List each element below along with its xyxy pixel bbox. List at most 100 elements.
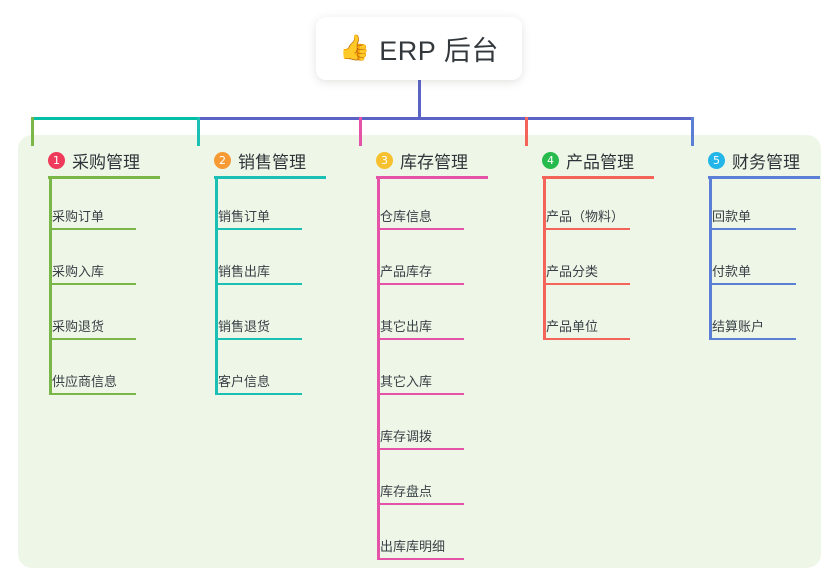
list-item-label: 出库库明细 (380, 539, 446, 554)
column-2: 2 销售管理 (196, 146, 326, 179)
list-item-label: 产品库存 (380, 264, 433, 279)
list-item-rule (546, 338, 630, 340)
list-item[interactable]: 产品库存 (380, 259, 464, 285)
column-trunk-4 (543, 179, 546, 340)
list-item[interactable]: 回款单 (712, 204, 796, 230)
column-header-5[interactable]: 5 财务管理 (690, 146, 800, 174)
column-header-3[interactable]: 3 库存管理 (358, 146, 468, 174)
column-4: 4 产品管理 (524, 146, 654, 179)
list-item-rule (712, 338, 796, 340)
list-item[interactable]: 库存盘点 (380, 479, 464, 505)
column-3: 3 库存管理 (358, 146, 488, 179)
column-rule-4 (542, 176, 654, 179)
column-header-1[interactable]: 1 采购管理 (30, 146, 140, 174)
list-item[interactable]: 产品分类 (546, 259, 630, 285)
list-item[interactable]: 采购退货 (52, 314, 136, 340)
list-item-label: 仓库信息 (380, 209, 433, 224)
column-title-1: 采购管理 (72, 152, 140, 172)
list-item[interactable]: 销售退货 (218, 314, 302, 340)
column-badge-1: 1 (48, 151, 65, 169)
column-rule-2 (214, 176, 326, 179)
list-item-label: 产品单位 (546, 319, 599, 334)
list-item-rule (380, 503, 464, 505)
list-item-rule (218, 393, 302, 395)
column-rule-3 (376, 176, 488, 179)
list-item-label: 回款单 (712, 209, 752, 224)
thumbs-up-icon: 👍 (339, 34, 371, 62)
column-5: 5 财务管理 (690, 146, 820, 179)
list-item-label: 产品分类 (546, 264, 599, 279)
branch-stub-4 (525, 117, 528, 146)
list-item[interactable]: 产品单位 (546, 314, 630, 340)
column-trunk-2 (215, 179, 218, 395)
list-item[interactable]: 供应商信息 (52, 369, 136, 395)
list-item-rule (52, 228, 136, 230)
list-item[interactable]: 产品（物料） (546, 204, 630, 230)
list-item[interactable]: 采购订单 (52, 204, 136, 230)
branch-stub-1 (31, 117, 34, 146)
column-badge-5: 5 (708, 151, 725, 169)
list-item-label: 其它入库 (380, 374, 433, 389)
list-item[interactable]: 销售订单 (218, 204, 302, 230)
list-item-label: 库存调拨 (380, 429, 433, 444)
list-item-label: 其它出库 (380, 319, 433, 334)
list-item[interactable]: 结算账户 (712, 314, 796, 340)
list-item-rule (52, 393, 136, 395)
column-badge-3: 3 (376, 151, 393, 169)
branch-stub-3 (359, 117, 362, 146)
list-item-label: 库存盘点 (380, 484, 433, 499)
list-item-rule (712, 228, 796, 230)
list-item-rule (218, 228, 302, 230)
column-badge-2: 2 (214, 151, 231, 169)
list-item-rule (546, 283, 630, 285)
list-item[interactable]: 付款单 (712, 259, 796, 285)
column-trunk-1 (49, 179, 52, 395)
list-item-label: 销售退货 (218, 319, 271, 334)
column-header-2[interactable]: 2 销售管理 (196, 146, 306, 174)
root-title-card[interactable]: 👍 ERP 后台 (316, 17, 522, 80)
list-item-rule (712, 283, 796, 285)
list-item-label: 客户信息 (218, 374, 271, 389)
list-item-rule (546, 228, 630, 230)
column-trunk-5 (709, 179, 712, 340)
column-rule-1 (48, 176, 160, 179)
column-title-4: 产品管理 (566, 152, 634, 172)
column-title-2: 销售管理 (238, 152, 306, 172)
list-item-rule (52, 338, 136, 340)
content-panel (18, 135, 821, 568)
list-item-rule (380, 228, 464, 230)
column-badge-4: 4 (542, 151, 559, 169)
list-item[interactable]: 采购入库 (52, 259, 136, 285)
list-item[interactable]: 客户信息 (218, 369, 302, 395)
column-header-4[interactable]: 4 产品管理 (524, 146, 634, 174)
list-item[interactable]: 仓库信息 (380, 204, 464, 230)
list-item[interactable]: 销售出库 (218, 259, 302, 285)
column-rule-5 (708, 176, 820, 179)
bus-segment-2 (31, 117, 200, 120)
list-item-rule (380, 393, 464, 395)
list-item-rule (380, 338, 464, 340)
list-item-label: 采购入库 (52, 264, 105, 279)
column-trunk-3 (377, 179, 380, 560)
list-item-label: 产品（物料） (546, 209, 625, 224)
column-title-5: 财务管理 (732, 152, 800, 172)
branch-stub-5 (691, 117, 694, 146)
list-item[interactable]: 库存调拨 (380, 424, 464, 450)
list-item-label: 结算账户 (712, 319, 765, 334)
list-item[interactable]: 其它出库 (380, 314, 464, 340)
column-title-3: 库存管理 (400, 152, 468, 172)
list-item-label: 销售订单 (218, 209, 271, 224)
list-item-rule (52, 283, 136, 285)
list-item-rule (380, 558, 464, 560)
page-title: ERP 后台 (379, 36, 499, 66)
list-item[interactable]: 出库库明细 (380, 534, 464, 560)
list-item-label: 销售出库 (218, 264, 271, 279)
branch-stub-2 (197, 117, 200, 146)
list-item-rule (380, 448, 464, 450)
bus-segment-3 (197, 117, 362, 120)
list-item-label: 采购退货 (52, 319, 105, 334)
list-item-label: 付款单 (712, 264, 752, 279)
list-item[interactable]: 其它入库 (380, 369, 464, 395)
list-item-label: 供应商信息 (52, 374, 118, 389)
